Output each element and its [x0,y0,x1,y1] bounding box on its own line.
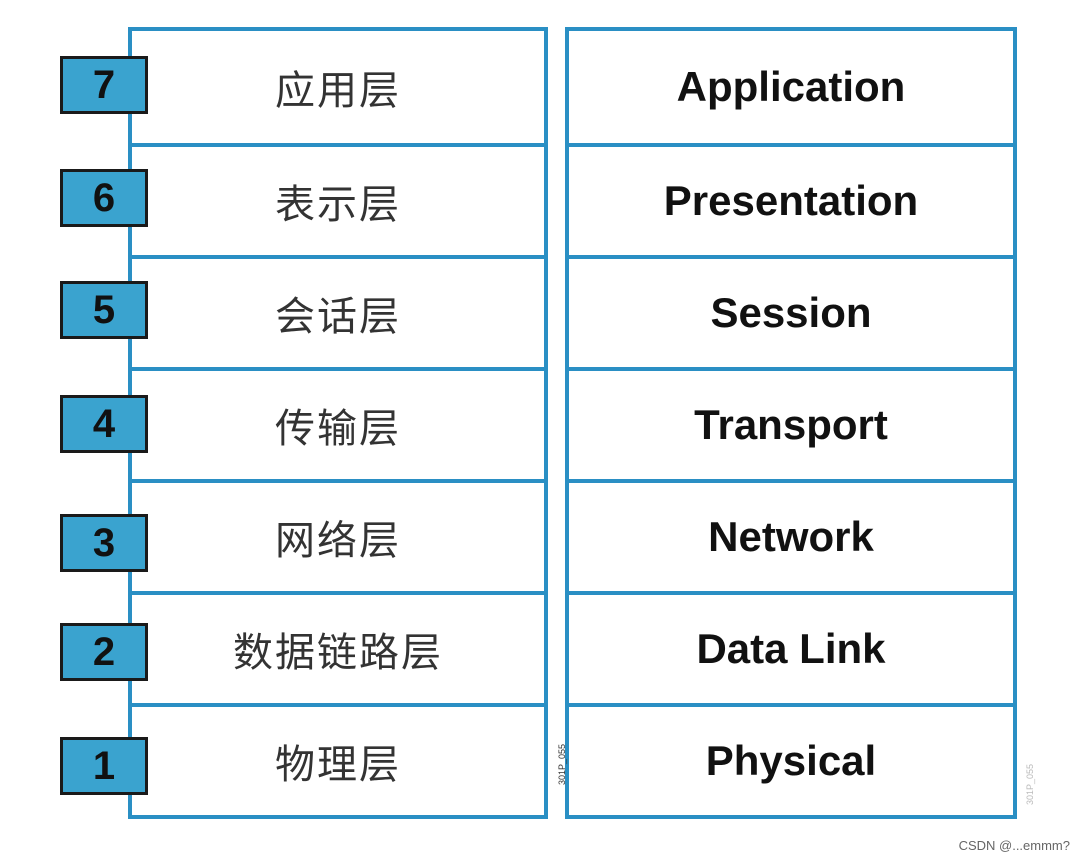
layer-1-number-badge: 1 [60,737,148,795]
figure-code: 301P_055 [557,743,567,785]
layer-5-cn-cell: 会话层 [132,255,544,367]
layer-1-cn-label: 物理层 [275,742,401,788]
layer-5-number-badge: 5 [60,281,148,339]
layer-1-en-label: Physical [705,737,877,784]
layer-6-en-label: Presentation [663,177,919,224]
chinese-layer-column: 应用层 表示层 会话层 传输层 网络层 数据链路层 物理层 [128,27,548,819]
layer-2-en-label: Data Link [696,625,886,672]
layer-5-en-label: Session [710,289,872,336]
watermark: CSDN @...emmm? [958,838,1070,853]
layer-6-cn-label: 表示层 [275,182,401,228]
layer-7-cn-cell: 应用层 [132,31,544,143]
layer-7-en-label: Application [676,63,906,110]
layer-7-cn-label: 应用层 [275,68,401,114]
layer-4-cn-cell: 传输层 [132,367,544,479]
layer-2-en-cell: Data Link [569,591,1013,703]
layer-4-number-badge: 4 [60,395,148,453]
layer-6-cn-cell: 表示层 [132,143,544,255]
layer-2-cn-label: 数据链路层 [233,630,443,676]
english-layer-column: Application Presentation Session Transpo… [565,27,1017,819]
figure-code-faint: 301P_055 [1025,763,1035,805]
layer-5-en-cell: Session [569,255,1013,367]
layer-6-number-badge: 6 [60,169,148,227]
layer-3-cn-label: 网络层 [275,518,401,564]
layer-3-number-badge: 3 [60,514,148,572]
layer-5-cn-label: 会话层 [275,294,401,340]
layer-1-cn-cell: 物理层 [132,703,544,815]
layer-6-en-cell: Presentation [569,143,1013,255]
layer-1-en-cell: Physical [569,703,1013,815]
layer-3-cn-cell: 网络层 [132,479,544,591]
layer-4-en-label: Transport [694,401,888,448]
layer-3-en-cell: Network [569,479,1013,591]
layer-7-en-cell: Application [569,31,1013,143]
layer-3-en-label: Network [708,513,874,560]
layer-2-number-badge: 2 [60,623,148,681]
layer-4-cn-label: 传输层 [275,406,401,452]
layer-4-en-cell: Transport [569,367,1013,479]
layer-2-cn-cell: 数据链路层 [132,591,544,703]
layer-7-number-badge: 7 [60,56,148,114]
